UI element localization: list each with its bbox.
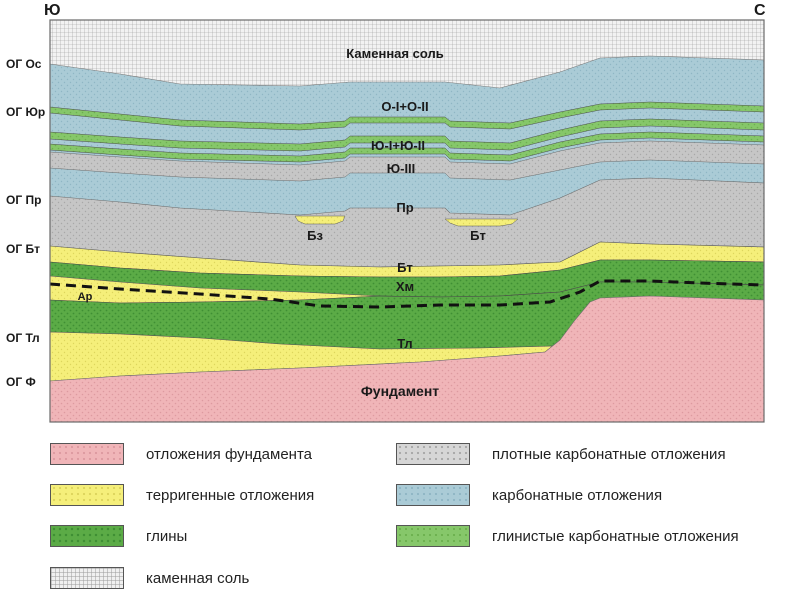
dotted-pink-swatch-icon [50, 443, 124, 465]
horizon-label-tl: ОГ Тл [6, 331, 40, 345]
legend-item-basement: отложения фундамента [50, 443, 312, 465]
legend-item-salt: каменная соль [50, 567, 249, 589]
legend-label-terrigenous: терригенные отложения [146, 486, 315, 504]
layer-label-tl: Тл [397, 336, 412, 351]
yellow-swatch-icon [50, 484, 124, 506]
legend-label-dense-carbonate: плотные карбонатные отложения [492, 445, 726, 463]
layer-label-yu3: Ю-III [387, 161, 416, 176]
layer-label-bz: Бз [307, 228, 323, 243]
terrigenous-lens-bt [444, 218, 519, 227]
horizon-label-pr: ОГ Пр [6, 193, 42, 207]
legend-item-clay: глины [50, 525, 187, 547]
legend-label-basement: отложения фундамента [146, 445, 313, 463]
legend-item-terrigenous: терригенные отложения [50, 484, 314, 506]
dashed-reflector-line [49, 279, 765, 309]
salt-swatch-icon [50, 567, 124, 589]
legend-label-clay-carbonate: глинистые карбонатные отложения [492, 527, 739, 545]
legend-item-clay-carbonate: глинистые карбонатные отложения [396, 525, 739, 547]
grey-swatch-icon [396, 443, 470, 465]
green-swatch-icon [50, 525, 124, 547]
layer-label-fund: Фундамент [361, 383, 439, 399]
layer-label-o: О-I+О-II [381, 99, 428, 114]
horizon-label-f: ОГ Ф [6, 375, 36, 389]
horizon-label-os: ОГ Ос [6, 57, 42, 71]
layer-label-pr: Пр [396, 200, 413, 215]
legend-label-clay: глины [146, 527, 188, 545]
north-label: С [754, 2, 766, 19]
terrigenous-lens-bz [294, 215, 346, 225]
layer-label-bt: Бт [397, 260, 413, 275]
south-label: Ю [44, 2, 61, 19]
light-green-swatch-icon [396, 525, 470, 547]
layer-label-hm: Хм [396, 279, 414, 294]
layer-label-bt-lens: Бт [470, 228, 486, 243]
legend-item-carbonate: карбонатные отложения [396, 484, 662, 506]
section-frame [49, 19, 765, 423]
layer-label-yu12: Ю-I+Ю-II [371, 138, 425, 153]
blue-swatch-icon [396, 484, 470, 506]
legend-item-dense-carbonate: плотные карбонатные отложения [396, 443, 726, 465]
layer-label-ar: Ар [78, 291, 93, 303]
legend-label-carbonate: карбонатные отложения [492, 486, 663, 504]
horizon-label-yur: ОГ Юр [6, 105, 46, 119]
horizon-label-bt: ОГ Бт [6, 242, 40, 256]
legend-label-salt: каменная соль [146, 569, 250, 587]
layer-label-salt: Каменная соль [346, 46, 443, 61]
